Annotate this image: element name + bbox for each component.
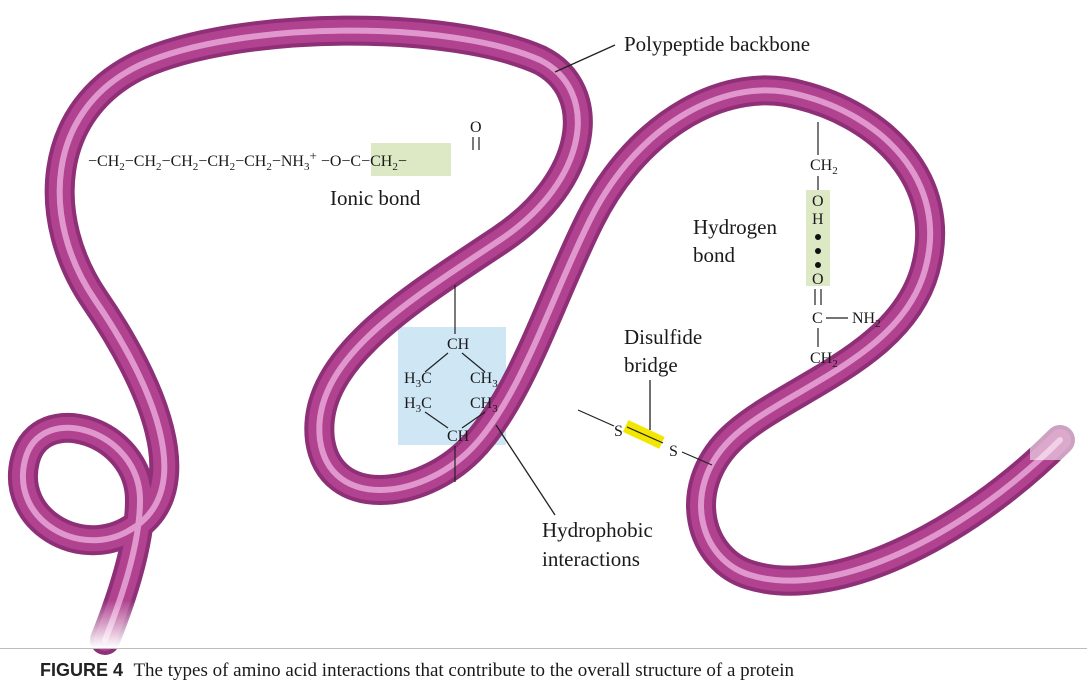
ionic-bond-highlight: [371, 143, 451, 176]
carbonyl-oxygen: O: [470, 119, 482, 136]
hydrophobic-bond-tr: [461, 352, 486, 373]
caption-divider: [0, 648, 1087, 649]
hydrogen-ch2-top: CH2: [810, 157, 838, 177]
hydrophobic-bond-tl: [424, 352, 449, 373]
disulfide-right-bond: [681, 451, 713, 466]
hydrogen-nh2: NH2: [852, 310, 881, 330]
disulfide-ss-bond: [626, 426, 664, 444]
backbone-leader-line: [554, 44, 616, 73]
polypeptide-backbone: [8, 15, 1087, 655]
disulfide-s1: S: [614, 423, 623, 440]
hydrophobic-h3c-1: H3C: [404, 370, 432, 390]
hydrophobic-ch-top: CH: [447, 336, 470, 353]
figure-number: FIGURE 4: [40, 660, 124, 680]
hydrophobic-h3c-2: H3C: [404, 395, 432, 415]
hydrophobic-group: CH H3C CH3 H3C CH3 CH Hydrophobic intera…: [404, 285, 653, 571]
hydrogen-dot-3: [815, 262, 821, 268]
hydrogen-o-bottom: O: [812, 271, 824, 288]
ionic-bond-label: Ionic bond: [330, 186, 421, 210]
polypeptide-backbone-label: Polypeptide backbone: [624, 32, 810, 56]
disulfide-label-2: bridge: [624, 353, 678, 377]
hydrogen-dot-2: [815, 248, 821, 254]
figure-caption: FIGURE 4 The types of amino acid interac…: [40, 660, 1080, 682]
hydrogen-label-1: Hydrogen: [693, 215, 777, 239]
hydrophobic-leader-line: [495, 424, 556, 516]
disulfide-left-bond: [577, 409, 615, 427]
hydrophobic-ch3-2: CH3: [470, 395, 498, 415]
hydrophobic-ch3-1: CH3: [470, 370, 498, 390]
hydrogen-label-2: bond: [693, 243, 736, 267]
hydrogen-c: C: [812, 310, 823, 327]
backbone-fade-right: [1030, 415, 1087, 460]
hydrophobic-label-2: interactions: [542, 547, 640, 571]
hydrogen-bond-group: CH2 O H O C NH2 CH2 Hydrogen bond: [693, 122, 881, 370]
disulfide-group: S S Disulfide bridge: [577, 325, 713, 466]
caption-text: The types of amino acid interactions tha…: [133, 660, 794, 681]
hydrophobic-bond-bl: [424, 411, 449, 429]
hydrophobic-ch-bottom: CH: [447, 428, 470, 445]
hydrophobic-bond-br: [461, 411, 486, 429]
hydrogen-dot-1: [815, 234, 821, 240]
backbone-fade-left: [80, 600, 150, 648]
hydrogen-ch2-bottom: CH2: [810, 350, 838, 370]
hydrophobic-label-1: Hydrophobic: [542, 518, 653, 542]
disulfide-s2: S: [669, 443, 678, 460]
hydrogen-o-top: O: [812, 193, 824, 210]
ionic-bond-group: −CH2−CH2−CH2−CH2−CH2−NH3+ −O−C−CH2− O Io…: [88, 119, 482, 210]
ionic-chain-text: −CH2−CH2−CH2−CH2−CH2−NH3+ −O−C−CH2−: [88, 148, 407, 173]
hydrogen-h: H: [812, 211, 824, 228]
disulfide-label-1: Disulfide: [624, 325, 702, 349]
